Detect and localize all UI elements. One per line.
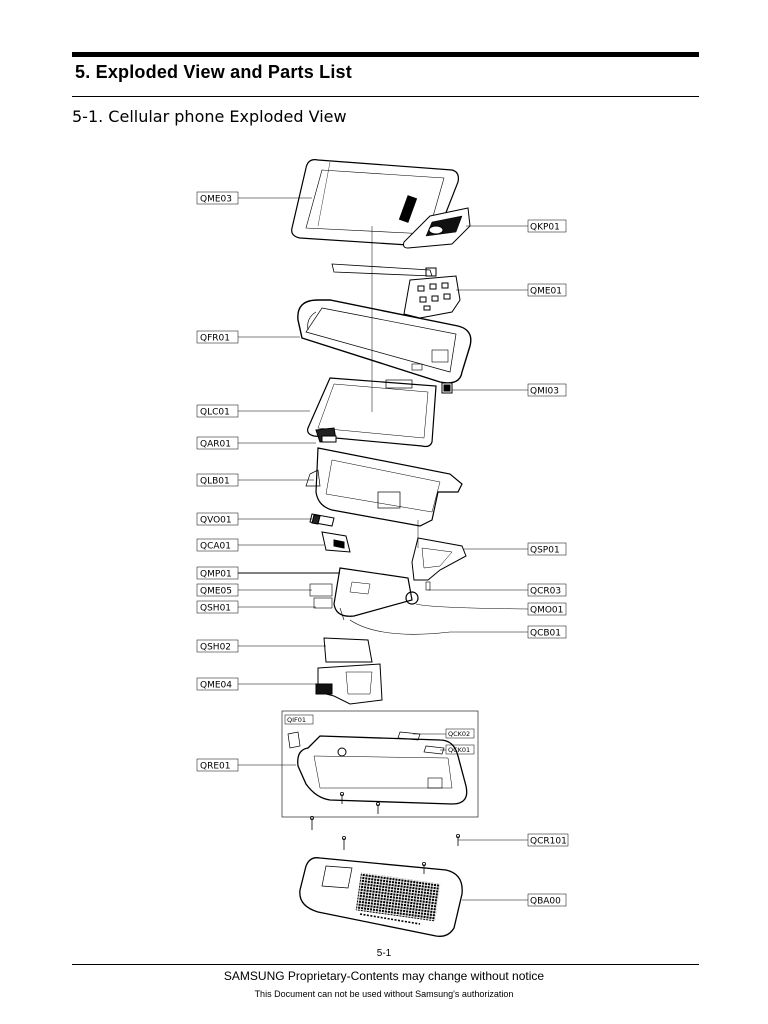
part-mic bbox=[441, 382, 453, 394]
footer-notice: SAMSUNG Proprietary-Contents may change … bbox=[223, 969, 545, 983]
callout-qca01: QCA01 bbox=[200, 542, 231, 552]
leader-lines bbox=[238, 197, 529, 901]
callout-qif01: QIF01 bbox=[287, 716, 306, 724]
callout-qmo01: QMO01 bbox=[530, 606, 563, 616]
callout-qfr01: QFR01 bbox=[200, 334, 230, 344]
callout-qme05: QME05 bbox=[200, 587, 232, 597]
callout-qmp01: QMP01 bbox=[200, 570, 232, 580]
callout-qvo01: QVO01 bbox=[200, 516, 232, 526]
part-lcd bbox=[307, 377, 437, 448]
header-rule-thin bbox=[72, 96, 699, 97]
footer-rule bbox=[72, 964, 699, 965]
part-speaker bbox=[411, 537, 467, 591]
callout-qcr03: QCR03 bbox=[530, 587, 561, 597]
part-keypad bbox=[403, 207, 471, 249]
part-rear-cover-inset bbox=[281, 710, 479, 818]
part-vibrator bbox=[309, 513, 335, 527]
callout-qme04: QME04 bbox=[200, 681, 232, 691]
part-main-pcb bbox=[309, 567, 451, 635]
callouts-left: QME03 QFR01 QLC01 QAR01 QLB01 QVO01 QCA0… bbox=[196, 191, 239, 772]
part-battery-cover bbox=[299, 857, 463, 937]
part-sub-pcb bbox=[315, 663, 383, 705]
callout-qme01: QME01 bbox=[530, 287, 562, 297]
callout-qba00: QBA00 bbox=[530, 897, 561, 907]
callout-qme03: QME03 bbox=[200, 195, 232, 205]
callout-qck02: QCK02 bbox=[448, 730, 470, 738]
header-rule-thick bbox=[72, 52, 699, 57]
callouts-inset: QIF01 QCK02 QCK01 bbox=[284, 714, 475, 755]
callout-qkp01: QKP01 bbox=[530, 223, 560, 233]
footer-authorization: This Document can not be used without Sa… bbox=[254, 989, 514, 999]
callout-qar01: QAR01 bbox=[200, 440, 231, 450]
part-lcd-bracket bbox=[305, 447, 463, 527]
subsection-title: 5-1. Cellular phone Exploded View bbox=[72, 107, 347, 126]
callout-qsh02: QSH02 bbox=[200, 643, 231, 653]
page-number: 5-1 bbox=[376, 948, 392, 959]
callout-qsh01: QSH01 bbox=[200, 604, 231, 614]
callout-qlc01: QLC01 bbox=[200, 408, 230, 418]
part-screws bbox=[309, 792, 460, 874]
callout-qmi03: QMI03 bbox=[530, 387, 559, 397]
callouts-right: QKP01 QME01 QMI03 QSP01 QCR03 QMO01 QCB0… bbox=[527, 219, 569, 907]
callout-qcr101: QCR101 bbox=[530, 837, 567, 847]
callout-qcb01: QCB01 bbox=[530, 629, 561, 639]
callout-qlb01: QLB01 bbox=[200, 477, 230, 487]
part-flex-keypad bbox=[331, 263, 461, 319]
section-title: 5. Exploded View and Parts List bbox=[75, 62, 352, 82]
part-shield-can bbox=[323, 637, 373, 663]
part-receiver bbox=[315, 427, 337, 443]
callout-qre01: QRE01 bbox=[200, 762, 230, 772]
part-front-frame bbox=[297, 299, 472, 384]
callout-qsp01: QSP01 bbox=[530, 546, 560, 556]
callout-qck01: QCK01 bbox=[448, 746, 470, 754]
part-camera bbox=[321, 531, 351, 553]
